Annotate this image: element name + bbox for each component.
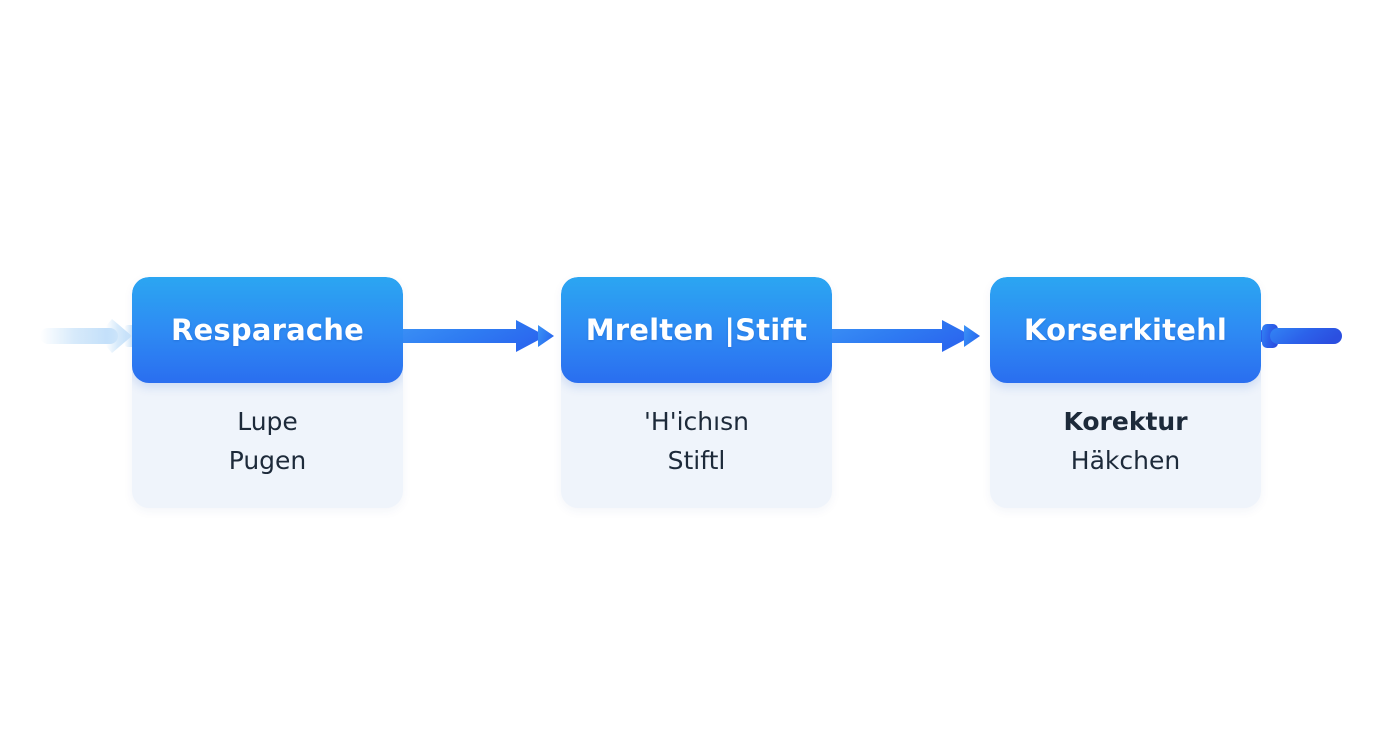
flow-node-3-body: Korektur Häkchen bbox=[990, 383, 1261, 508]
flow-node-2-body: 'H'ichısn Stiftl bbox=[561, 383, 832, 508]
arrow-right-icon bbox=[810, 320, 1004, 352]
flow-node-3-body-line-1: Korektur bbox=[1063, 407, 1188, 436]
flow-node-3-header: Korserkitehl bbox=[990, 277, 1261, 383]
flow-node-1-header: Resparache bbox=[132, 277, 403, 383]
flow-node-1-body-line-1: Lupe bbox=[237, 407, 298, 436]
flow-node-1[interactable]: Resparache Lupe Pugen bbox=[132, 277, 403, 508]
flow-node-2-title: Mrelten |Stift bbox=[585, 313, 808, 347]
connector-node1-to-node2 bbox=[388, 313, 578, 359]
arrow-right-icon bbox=[1250, 322, 1342, 350]
flow-node-1-body-line-2: Pugen bbox=[228, 446, 307, 475]
flow-node-3[interactable]: Korserkitehl Korektur Häkchen bbox=[990, 277, 1261, 508]
flow-node-1-body: Lupe Pugen bbox=[132, 383, 403, 508]
flow-node-2[interactable]: Mrelten |Stift 'H'ichısn Stiftl bbox=[561, 277, 832, 508]
flow-node-3-body-line-2: Häkchen bbox=[1070, 446, 1181, 475]
flow-node-2-body-line-1: 'H'ichısn bbox=[644, 407, 749, 436]
connector-node2-to-node3 bbox=[808, 313, 1006, 359]
flow-node-2-header: Mrelten |Stift bbox=[561, 277, 832, 383]
arrow-right-icon bbox=[390, 320, 576, 352]
arrow-right-icon bbox=[40, 319, 140, 353]
flow-node-2-body-line-2: Stiftl bbox=[667, 446, 726, 475]
flow-node-1-title: Resparache bbox=[171, 313, 364, 347]
flow-node-3-title: Korserkitehl bbox=[1023, 313, 1228, 347]
connector-outlet-stub bbox=[1248, 313, 1350, 359]
